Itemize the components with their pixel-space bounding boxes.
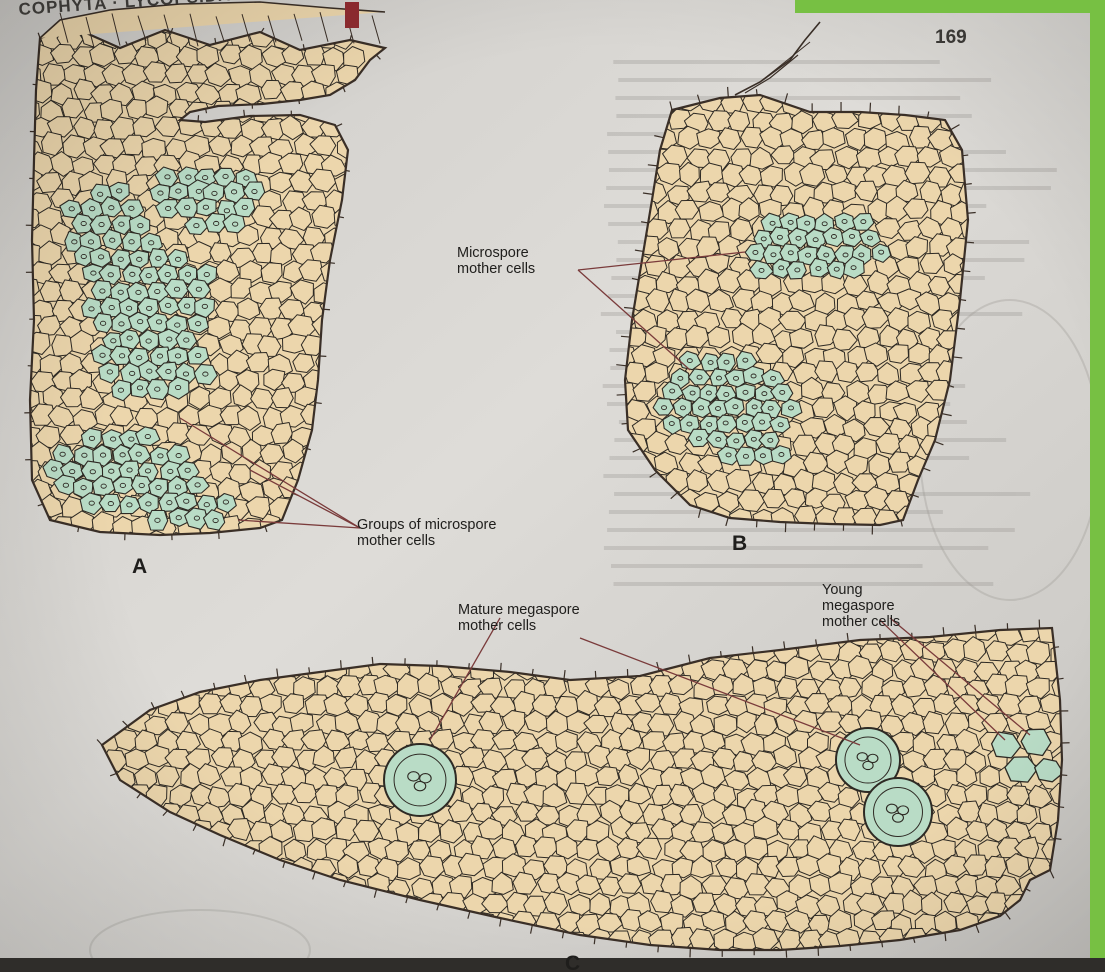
- page-number: 169: [935, 27, 967, 49]
- header-color-tab: [345, 2, 359, 28]
- label-groups-microspore: Groups of microsporemother cells: [357, 517, 496, 549]
- panel-letter-b: B: [732, 532, 747, 556]
- panel-letter-c: C: [565, 952, 580, 972]
- label-mature-megaspore: Mature megasporemother cells: [458, 602, 580, 634]
- frame-right: [1090, 0, 1105, 972]
- frame-bottom-dark: [0, 958, 1105, 972]
- label-young-megaspore: Youngmegasporemother cells: [822, 582, 900, 631]
- frame-top: [795, 0, 1105, 13]
- panel-letter-a: A: [132, 555, 147, 579]
- label-microspore-mother-cells: Microsporemother cells: [457, 245, 535, 277]
